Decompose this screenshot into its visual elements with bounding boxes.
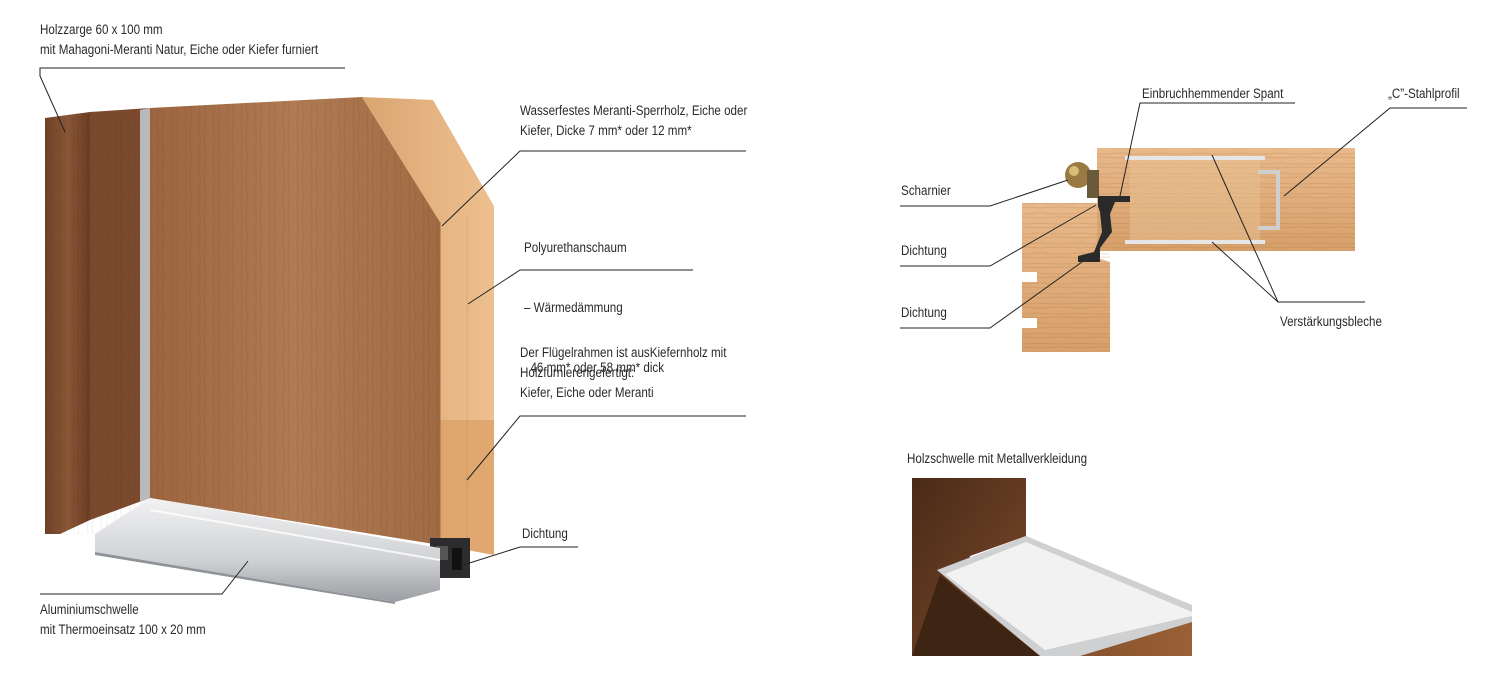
label-line: Polyurethanschaum bbox=[524, 240, 627, 255]
label-line: Einbruchhemmender Spant bbox=[1142, 86, 1284, 101]
frame-rebate-strip bbox=[140, 108, 150, 502]
label-aluminium-threshold: Aluminiumschwelle mit Thermoeinsatz 100 … bbox=[40, 600, 206, 640]
label-seal-2: Dichtung bbox=[901, 303, 947, 323]
label-wood-frame: Holzzarge 60 x 100 mm mit Mahagoni-Meran… bbox=[40, 20, 318, 60]
label-c-steel: „C”-Stahlprofil bbox=[1388, 84, 1460, 104]
reinforcement-plate-top bbox=[1125, 156, 1265, 160]
leader-lines-section bbox=[900, 102, 1467, 329]
label-plywood: Wasserfestes Meranti-Sperrholz, Eiche od… bbox=[520, 101, 747, 141]
section-core bbox=[1130, 158, 1260, 242]
label-line: Holzzarge 60 x 100 mm bbox=[40, 22, 163, 37]
label-line: 46 mm* oder 58 mm* dick bbox=[524, 360, 665, 375]
threshold-detail-title: Holzschwelle mit Metallverkleidung bbox=[907, 449, 1087, 469]
wood-threshold-photo bbox=[912, 478, 1192, 656]
c-steel-profile bbox=[1258, 170, 1280, 230]
label-spant: Einbruchhemmender Spant bbox=[1142, 84, 1283, 104]
label-line: Verstärkungsbleche bbox=[1280, 314, 1382, 329]
label-line: Scharnier bbox=[901, 183, 951, 198]
label-line: Aluminiumschwelle bbox=[40, 602, 139, 617]
label-line: mit Mahagoni-Meranti Natur, Eiche oder K… bbox=[40, 42, 319, 57]
label-line: – Wärmedämmung bbox=[524, 300, 623, 315]
label-line: Dichtung bbox=[901, 305, 947, 320]
label-hinge: Scharnier bbox=[901, 181, 951, 201]
label-seal-1: Dichtung bbox=[901, 241, 947, 261]
label-sash-frame: Der Flügelrahmen ist ausKiefernholz mit … bbox=[520, 343, 726, 403]
label-line: Der Flügelrahmen ist ausKiefernholz mit bbox=[520, 345, 727, 360]
aluminium-threshold bbox=[95, 498, 440, 602]
label-reinforcement-plates: Verstärkungsbleche bbox=[1280, 312, 1382, 332]
label-line: Dichtung bbox=[901, 243, 947, 258]
label-line: Kiefer, Eiche oder Meranti bbox=[520, 385, 654, 400]
reinforcement-plate-bottom bbox=[1125, 240, 1265, 244]
profile-section-detail bbox=[1022, 148, 1355, 352]
door-cutaway bbox=[45, 97, 494, 604]
label-line: Kiefer, Dicke 7 mm* oder 12 mm* bbox=[520, 123, 692, 138]
label-line: Dichtung bbox=[522, 526, 568, 541]
spant-seal-profile bbox=[1078, 196, 1130, 262]
label-line: „C”-Stahlprofil bbox=[1388, 86, 1460, 101]
label-pu-foam: Polyurethanschaum – Wärmedämmung 46 mm* … bbox=[524, 198, 664, 398]
label-line: Holzschwelle mit Metallverkleidung bbox=[907, 451, 1088, 466]
leader-lines-main bbox=[39, 67, 746, 595]
label-line: Holzfurnierengefertigt: bbox=[520, 365, 635, 380]
label-line: mit Thermoeinsatz 100 x 20 mm bbox=[40, 622, 206, 637]
label-line: Wasserfestes Meranti-Sperrholz, Eiche od… bbox=[520, 103, 748, 118]
label-seal-main: Dichtung bbox=[522, 524, 568, 544]
